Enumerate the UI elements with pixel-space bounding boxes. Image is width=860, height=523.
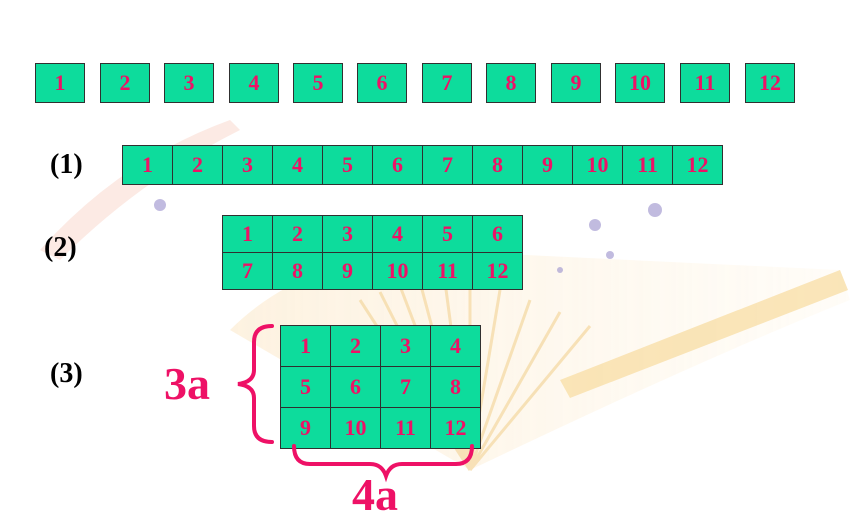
arrangement-2-cell: 5 [422,215,473,253]
top-row-square: 4 [229,63,279,103]
arrangement-3-cell: 12 [430,407,481,449]
top-row-square: 5 [293,63,343,103]
arrangement-1-cell: 3 [222,145,273,185]
arrangement-3-cell: 11 [380,407,431,449]
arrangement-2-cell: 11 [422,252,473,290]
arrangement-1-cell: 2 [172,145,223,185]
width-brace [292,444,474,483]
arrangement-3-cell: 8 [430,366,481,408]
arrangement-2-cell: 7 [222,252,273,290]
arrangement-1-cell: 9 [522,145,573,185]
top-row-square: 9 [551,63,601,103]
arrangement-3-cell: 2 [330,325,381,367]
top-row-square: 3 [164,63,214,103]
arrangement-1-cell: 6 [372,145,423,185]
top-row-square: 8 [486,63,536,103]
arrangement-2-cell: 9 [322,252,373,290]
arrangement-1-cell: 4 [272,145,323,185]
arrangement-1-cell: 5 [322,145,373,185]
arrangement-2-cell: 8 [272,252,323,290]
width-dimension-label: 4a [352,469,398,520]
arrangement-1-cell: 10 [572,145,623,185]
arrangement-3-cell: 6 [330,366,381,408]
arrangement-2-cell: 2 [272,215,323,253]
arrangement-2-cell: 10 [372,252,423,290]
arrangement-1-cell: 7 [422,145,473,185]
arrangement-3-cell: 9 [280,407,331,449]
top-row-square: 7 [422,63,472,103]
arrangement-3-label: (3) [50,358,83,389]
arrangement-1-cell: 12 [672,145,723,185]
top-row-square: 10 [615,63,665,103]
arrangement-2-cell: 12 [472,252,523,290]
top-row-square: 6 [357,63,407,103]
arrangement-1-cell: 8 [472,145,523,185]
arrangement-2-cell: 6 [472,215,523,253]
top-row-square: 11 [680,63,730,103]
top-row-square: 12 [745,63,795,103]
arrangement-3-cell: 5 [280,366,331,408]
top-row-square: 2 [100,63,150,103]
height-dimension-label: 3a [164,358,210,409]
top-row-square: 1 [35,63,85,103]
arrangement-2-label: (2) [44,232,77,263]
arrangement-1-cell: 11 [622,145,673,185]
arrangement-1-label: (1) [50,149,83,180]
height-brace [237,324,274,444]
